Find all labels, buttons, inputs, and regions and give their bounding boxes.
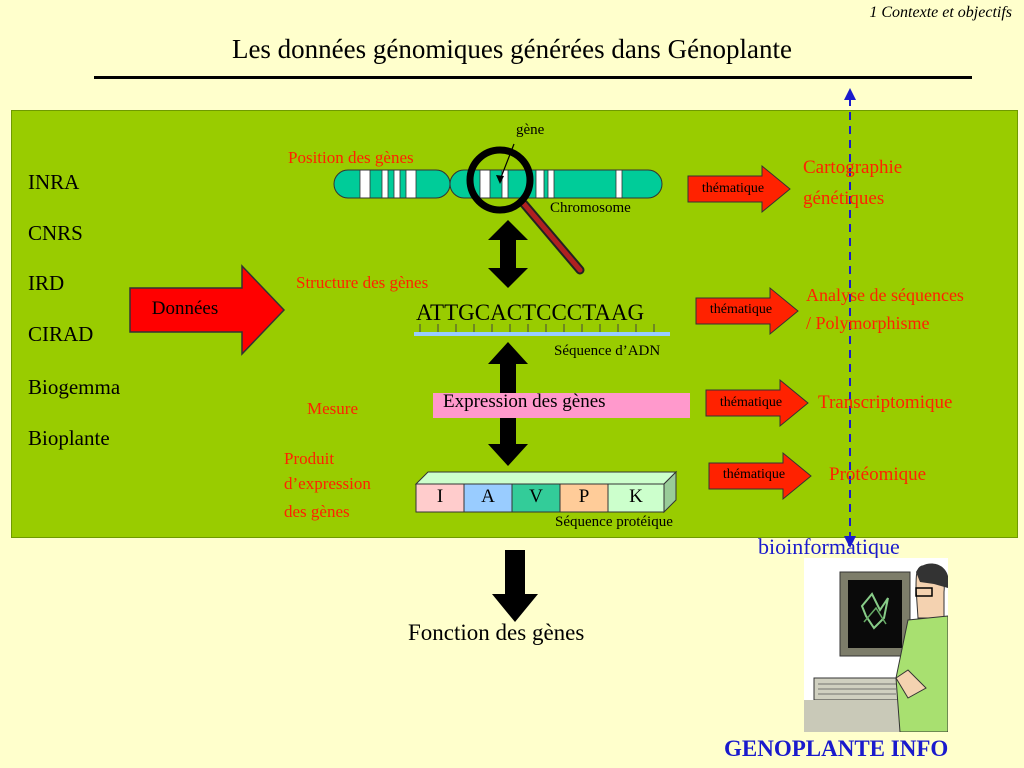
thematique-arrow-4 bbox=[708, 451, 812, 501]
thematique-label-1: thématique bbox=[701, 181, 765, 196]
section-label: 1 Contexte et objectifs bbox=[869, 4, 1012, 21]
protein-sequence bbox=[414, 470, 678, 514]
thematique-label-3: thématique bbox=[719, 395, 783, 410]
outcome-proteomique: Protéomique bbox=[829, 464, 927, 485]
thematique-label-2: thématique bbox=[709, 302, 773, 317]
gene-label: gène bbox=[516, 122, 545, 138]
chromosome-label: Chromosome bbox=[550, 200, 631, 216]
org-bioplante: Bioplante bbox=[28, 426, 110, 450]
org-inra: INRA bbox=[28, 170, 80, 194]
chromosome-diagram bbox=[333, 143, 663, 275]
double-arrow-top bbox=[488, 220, 528, 288]
bioinformatique-label: bioinformatique bbox=[758, 534, 900, 559]
protein-caption: Séquence protéique bbox=[555, 514, 673, 530]
org-cnrs: CNRS bbox=[28, 221, 83, 245]
thematique-arrow-3 bbox=[705, 378, 809, 428]
org-ird: IRD bbox=[28, 271, 65, 295]
computer-user-illustration bbox=[804, 558, 948, 732]
footer-label: GENOPLANTE INFO bbox=[724, 736, 949, 761]
produit-label-2: d’expression bbox=[284, 474, 371, 493]
thematique-arrow-1 bbox=[687, 164, 791, 214]
expression-label: Expression des gènes bbox=[443, 391, 606, 412]
amino-acid-p: P bbox=[578, 486, 590, 507]
thematique-arrow-2 bbox=[695, 286, 799, 336]
outcome-analyse-1: Analyse de séquences bbox=[806, 285, 964, 305]
donnees-arrow bbox=[129, 264, 286, 356]
amino-acid-a: A bbox=[481, 486, 495, 507]
produit-label-3: des gènes bbox=[284, 502, 350, 521]
expression-box bbox=[433, 393, 690, 418]
donnees-label: Données bbox=[151, 298, 219, 319]
produit-label-1: Produit bbox=[284, 449, 335, 468]
amino-acid-v: V bbox=[529, 486, 543, 507]
amino-acid-k: K bbox=[629, 486, 643, 507]
fonction-label: Fonction des gènes bbox=[408, 620, 585, 645]
amino-acid-i: I bbox=[436, 486, 444, 507]
outcome-cartographie-2: génétiques bbox=[803, 188, 885, 209]
outcome-analyse-2: / Polymorphisme bbox=[806, 313, 930, 333]
thematique-label-4: thématique bbox=[722, 467, 786, 482]
org-cirad: CIRAD bbox=[28, 322, 94, 346]
structure-label: Structure des gènes bbox=[296, 273, 429, 292]
dna-strand bbox=[414, 324, 670, 336]
page-title: Les données génomiques générées dans Gén… bbox=[231, 34, 793, 64]
org-biogemma: Biogemma bbox=[28, 375, 121, 399]
title-underline bbox=[94, 76, 972, 79]
fonction-arrow bbox=[492, 550, 538, 622]
dna-sequence: ATTGCACTCCCTAAG bbox=[416, 300, 645, 325]
outcome-cartographie-1: Cartographie bbox=[803, 157, 903, 178]
bioinformatique-axis bbox=[844, 88, 856, 548]
mesure-label: Mesure bbox=[307, 399, 358, 418]
outcome-transcriptomique: Transcriptomique bbox=[818, 392, 953, 413]
position-label: Position des gènes bbox=[288, 148, 414, 167]
dna-caption: Séquence d’ADN bbox=[554, 343, 661, 359]
